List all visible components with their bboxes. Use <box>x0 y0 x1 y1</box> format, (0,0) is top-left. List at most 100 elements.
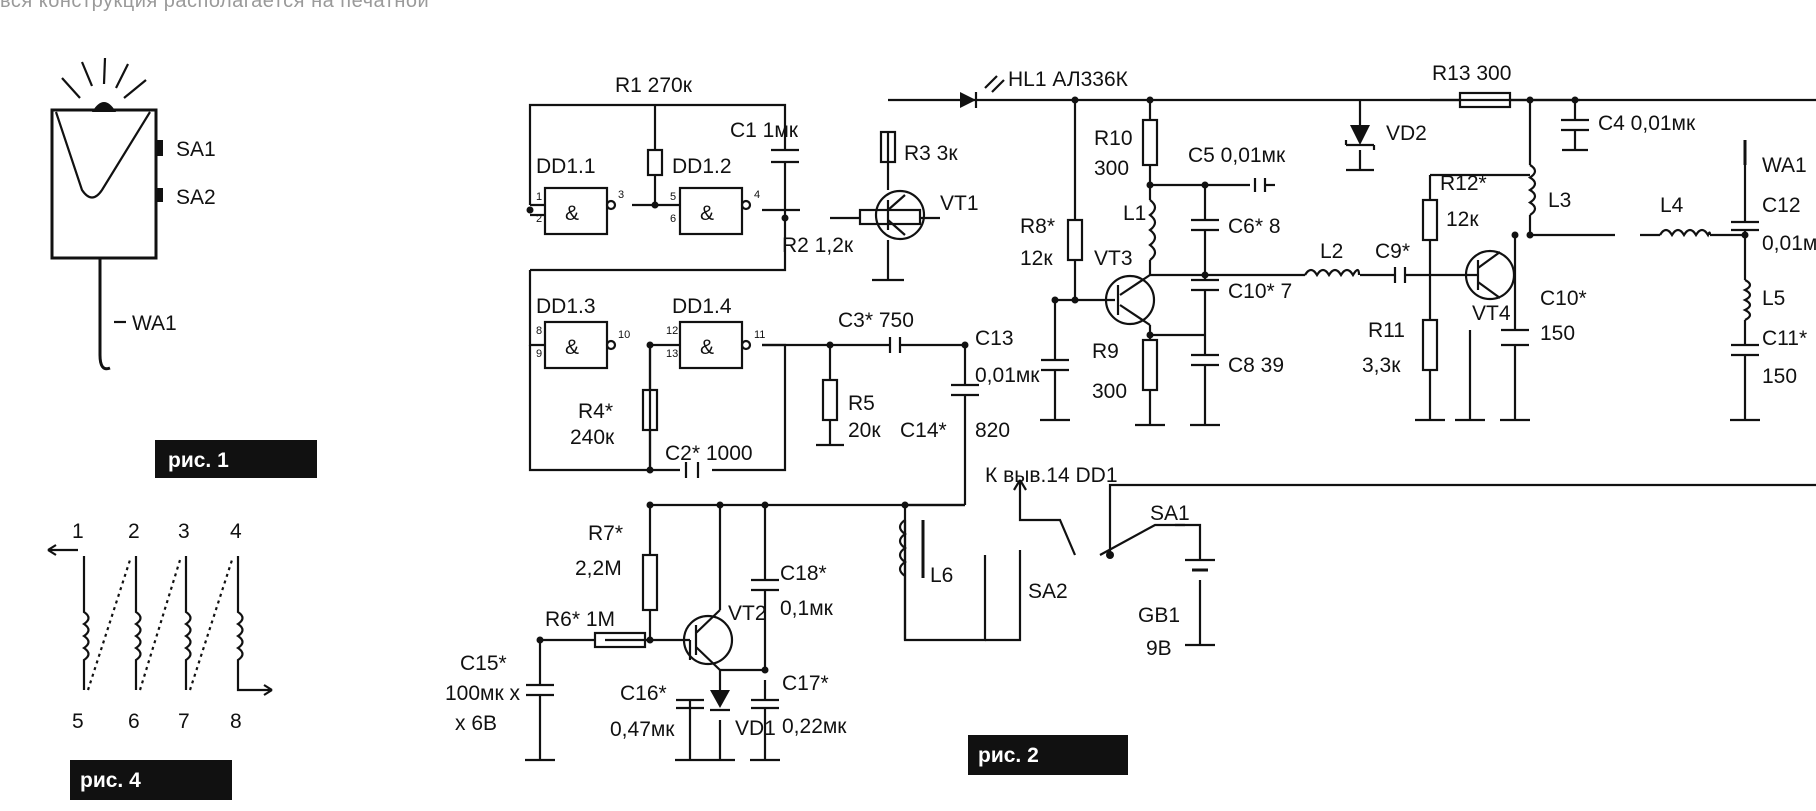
r8-label: R8* <box>1020 215 1055 238</box>
capacitor-symbols <box>526 118 1759 710</box>
c14-value: 820 <box>975 419 1010 442</box>
c17-label: C17* <box>782 672 829 695</box>
r5-label: R5 <box>848 392 875 415</box>
c10-150-label: C10* <box>1540 287 1587 310</box>
c12-value: 0,01мк <box>1762 232 1816 255</box>
figure-4-caption: рис. 4 <box>80 769 141 792</box>
r10-value: 300 <box>1094 157 1129 180</box>
c1-label: C1 1мк <box>730 119 799 142</box>
circuit-wires <box>525 98 1816 762</box>
c9-label: C9* <box>1375 240 1410 263</box>
dd1-1-label: DD1.1 <box>536 155 596 178</box>
c16-value: 0,47мк <box>610 718 675 741</box>
c2-label: C2* 1000 <box>665 442 753 465</box>
r11-label: R11 <box>1368 319 1405 342</box>
r11-value: 3,3к <box>1362 354 1401 377</box>
svg-text:11: 11 <box>754 329 765 341</box>
vd2-diode-icon <box>1344 125 1376 150</box>
r10-label: R10 <box>1094 127 1133 150</box>
r7-label: R7* <box>588 522 623 545</box>
gate-dd1-1: & DD1.1 <box>536 155 617 236</box>
r6-label: R6* 1М <box>545 608 615 631</box>
c17-value: 0,22мк <box>782 715 847 738</box>
r3-label: R3 3к <box>904 142 958 165</box>
svg-text:6: 6 <box>670 213 676 225</box>
l5-label: L5 <box>1762 287 1785 310</box>
r5-value: 20к <box>848 419 881 442</box>
svg-text:5: 5 <box>670 191 676 203</box>
gb1-label: GB1 <box>1138 604 1180 627</box>
r7-value: 2,2М <box>575 557 622 580</box>
coil-pin-5: 5 <box>72 710 84 733</box>
wa1-schematic-label: WA1 <box>1762 154 1807 177</box>
coil-pin-1: 1 <box>72 520 84 543</box>
c16-label: C16* <box>620 682 667 705</box>
c15-voltage: х 6В <box>455 712 497 735</box>
c12-label: C12 <box>1762 194 1801 217</box>
coil-pin-7: 7 <box>178 710 190 733</box>
r4-label: R4* <box>578 400 613 423</box>
dd1-3-label: DD1.3 <box>536 295 596 318</box>
c10-150-value: 150 <box>1540 322 1575 345</box>
gate-dd1-3: & DD1.3 <box>536 295 617 370</box>
svg-text:10: 10 <box>618 329 630 341</box>
k-vyv-arrow <box>1013 479 1027 500</box>
svg-text:&: & <box>700 202 714 225</box>
figure-2-circuit: & DD1.1 & DD1.2 & DD1.3 & DD1.4 <box>445 62 1816 775</box>
c11-value: 150 <box>1762 365 1797 388</box>
reflector-outline <box>54 111 151 199</box>
dd1-4-label: DD1.4 <box>672 295 732 318</box>
r12-value: 12к <box>1446 208 1479 231</box>
sa1-label: SA1 <box>176 138 216 161</box>
resistor-symbols <box>593 91 1512 649</box>
figure-1-device: SA1 SA2 WA1 рис. 1 <box>50 57 317 478</box>
antenna-wire <box>98 258 111 371</box>
l2-label: L2 <box>1320 240 1343 263</box>
vt2-label: VT2 <box>728 602 767 625</box>
clipped-caption-text: вся конструкция располагается на печатно… <box>0 0 430 12</box>
dd1-2-label: DD1.2 <box>672 155 732 178</box>
vd2-label: VD2 <box>1386 122 1427 145</box>
sa2-schematic-label: SA2 <box>1028 580 1068 603</box>
svg-text:12: 12 <box>666 325 678 337</box>
vt3-label: VT3 <box>1094 247 1133 270</box>
c15-value: 100мк х <box>445 682 520 705</box>
coil-pin-6: 6 <box>128 710 140 733</box>
gb1-battery-icon <box>1185 558 1215 647</box>
svg-text:&: & <box>565 202 579 225</box>
r13-label: R13 300 <box>1432 62 1511 85</box>
l1-label: L1 <box>1123 202 1146 225</box>
c14-label: C14* <box>900 419 947 442</box>
figure-4-coil-winding: 1 2 3 4 5 6 7 8 рис. 4 <box>47 520 273 800</box>
svg-text:13: 13 <box>666 348 678 360</box>
r2-label: R2 1,2к <box>782 234 854 257</box>
svg-text:3: 3 <box>618 189 624 201</box>
r9-label: R9 <box>1092 340 1119 363</box>
sa1-schematic-label: SA1 <box>1150 502 1190 525</box>
hl1-led-icon <box>960 75 1005 108</box>
c3-label: C3* 750 <box>838 309 914 332</box>
c15-label: C15* <box>460 652 507 675</box>
figure-1-caption: рис. 1 <box>168 449 229 472</box>
sa1-switch-icon <box>155 140 163 156</box>
c13-value: 0,01мк <box>975 364 1040 387</box>
c10-7-label: C10* 7 <box>1228 280 1292 303</box>
c13-label: C13 <box>975 327 1014 350</box>
svg-text:&: & <box>565 336 579 359</box>
device-body <box>50 108 158 260</box>
gate-dd1-2: & DD1.2 <box>672 155 752 236</box>
r1-label: R1 270к <box>615 74 693 97</box>
gate-pin-numbers: 1 2 3 5 6 4 8 9 10 12 13 11 <box>536 189 765 360</box>
r9-value: 300 <box>1092 380 1127 403</box>
junction-dots <box>526 96 1749 674</box>
sa2-label: SA2 <box>176 186 216 209</box>
vt4-label: VT4 <box>1472 302 1511 325</box>
coil-pin-2: 2 <box>128 520 140 543</box>
svg-text:4: 4 <box>754 189 760 201</box>
svg-text:2: 2 <box>536 213 542 225</box>
c18-label: C18* <box>780 562 827 585</box>
coil-pin-3: 3 <box>178 520 190 543</box>
coil-windings <box>47 544 273 696</box>
